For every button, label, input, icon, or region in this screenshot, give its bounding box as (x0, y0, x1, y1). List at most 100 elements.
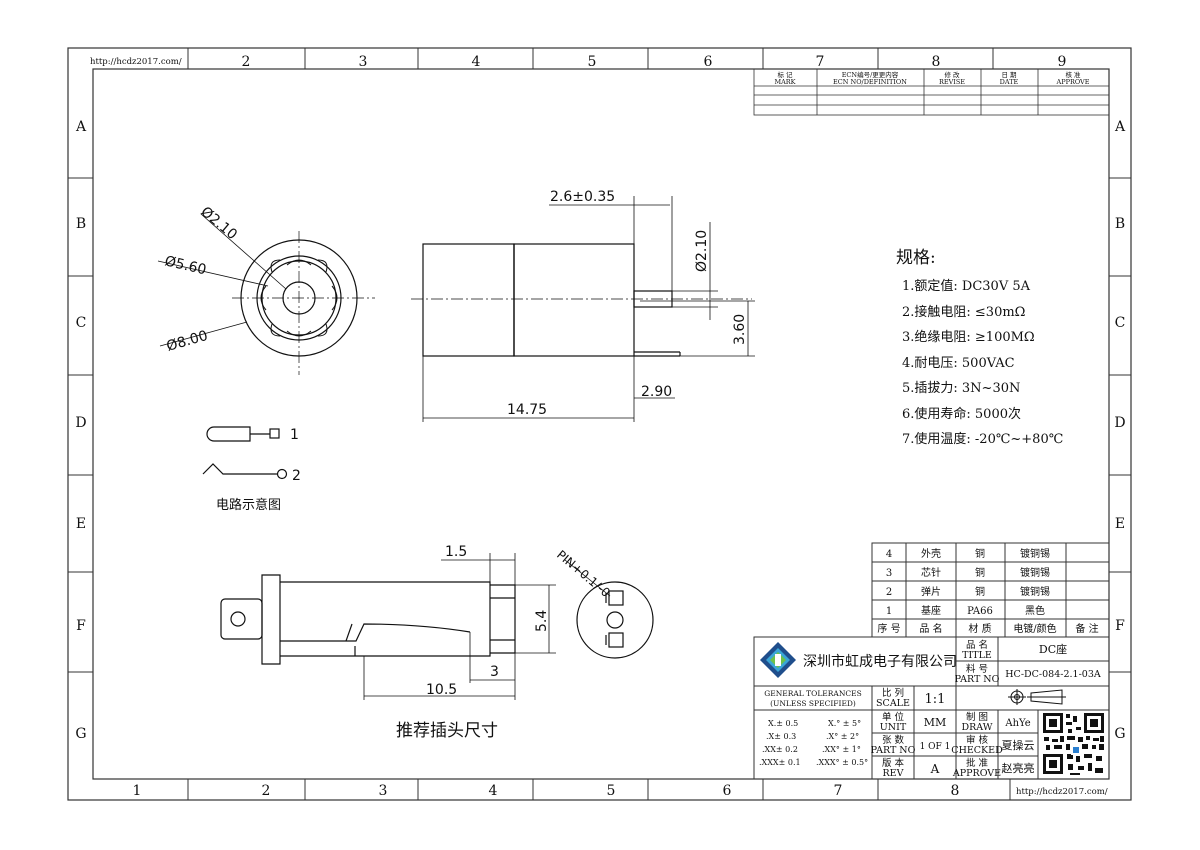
top-zone-markers (187, 48, 994, 69)
col-label-top: 5 (588, 54, 597, 70)
bom-cell: 芯针 (921, 566, 941, 579)
approve-en: APPROVE (952, 768, 1001, 779)
url-top[interactable]: http://hcdz2017.com/ (90, 57, 182, 67)
bom-header: 电镀/颜色 (1013, 622, 1056, 635)
row-label-left: C (76, 315, 87, 331)
unit-en: UNIT (880, 722, 907, 733)
plug-view (220, 574, 516, 665)
bom-header: 序 号 (877, 622, 900, 635)
sheet-value: 1 OF 1 (920, 742, 951, 752)
row-label-left: A (75, 119, 87, 135)
part-label-en: PART NO (955, 674, 1000, 685)
bom-cell: 镀铜锡 (1020, 566, 1050, 579)
rev-header-revise-en: REVISE (939, 78, 965, 86)
bom-cell: 镀铜锡 (1020, 547, 1050, 560)
bom-cell: 弹片 (921, 585, 941, 598)
bom-cell: 1 (886, 606, 892, 617)
col-label-top: 3 (359, 54, 368, 70)
row-label-left: F (76, 618, 86, 634)
dim-10-5: 10.5 (426, 682, 457, 698)
unit-value: MM (924, 716, 947, 729)
bom-cell: 铜 (975, 567, 985, 579)
dim-3: 3 (490, 664, 499, 680)
spec-block: 规格: 1.额定值: DC30V 5A 2.接触电阻: ≤30mΩ 3.绝缘电阻… (896, 243, 1063, 453)
dim-2-90: 2.90 (641, 384, 672, 400)
circuit-symbol (202, 426, 288, 480)
check-en: CHECKED (951, 745, 1003, 756)
company-name: 深圳市虹成电子有限公司 (803, 653, 957, 670)
row-label-right: G (1114, 726, 1125, 742)
spec-item: 6.使用寿命: 5000次 (902, 406, 1021, 422)
check-cn: 审 核 (966, 734, 989, 746)
url-bottom[interactable]: http://hcdz2017.com/ (1016, 787, 1108, 797)
tol-right: .X° ± 2° (826, 732, 859, 741)
spec-item: 2.接触电阻: ≤30mΩ (902, 304, 1026, 320)
col-label-bottom: 2 (262, 783, 271, 799)
revision-block (753, 68, 1110, 116)
bom-cell: 外壳 (921, 547, 941, 560)
rev-en: REV (883, 768, 904, 779)
row-label-left: B (76, 216, 86, 232)
side-view (411, 243, 752, 357)
dim-d5-60: Ø5.60 (163, 253, 208, 278)
sheet-cn: 张 数 (882, 734, 905, 746)
col-label-bottom: 7 (834, 783, 843, 799)
row-label-left: G (75, 726, 86, 742)
row-label-right: B (1115, 216, 1125, 232)
bottom-zone-markers (187, 779, 1011, 800)
side-view-dims (422, 196, 755, 422)
col-label-bottom: 4 (489, 783, 498, 799)
plug-view-dims (363, 553, 556, 700)
circuit-caption: 电路示意图 (216, 497, 281, 513)
bom-cell: 镀铜锡 (1020, 585, 1050, 598)
tol-head-1: GENERAL TOLERANCES (764, 689, 862, 698)
scale-en: SCALE (876, 698, 910, 709)
circuit-pin-2: 2 (292, 468, 301, 484)
col-label-bottom: 5 (607, 783, 616, 799)
draw-cn: 制 图 (966, 711, 988, 723)
bom-header: 备 注 (1075, 622, 1098, 635)
title-label-cn: 品 名 (966, 639, 988, 651)
bom-cell: 3 (886, 568, 892, 579)
rev-header-ecn: ECN编号/更更内容 (842, 70, 899, 79)
row-label-left: E (76, 516, 86, 532)
approve-cn: 批 准 (966, 757, 989, 769)
tol-left: X.± 0.5 (768, 719, 798, 728)
row-label-right: A (1114, 119, 1126, 135)
dim-3-60: 3.60 (732, 314, 748, 345)
bom-cell: 黑色 (1025, 604, 1045, 617)
tol-left: .XX± 0.2 (762, 745, 798, 754)
bom-cell: 铜 (975, 586, 985, 598)
plug-end-view (564, 559, 654, 659)
spec-item: 4.耐电压: 500VAC (902, 355, 1015, 371)
col-label-top: 7 (816, 54, 825, 70)
bom-table (871, 542, 1110, 638)
rev-cn: 版 本 (882, 757, 905, 769)
rev-header-date: 日 期 (1001, 71, 1017, 79)
spec-item: 7.使用温度: -20℃~+80℃ (902, 432, 1064, 447)
tol-right: .XXX° ± 0.5° (816, 758, 868, 767)
bom-cell: 基座 (921, 604, 941, 617)
rev-header-approve: 核 准 (1065, 70, 1081, 79)
col-label-top: 4 (472, 54, 481, 70)
spec-item: 5.插拔力: 3N~30N (902, 381, 1021, 396)
rev-header-ecn-en: ECN NO/DEFINITION (833, 78, 907, 86)
col-label-top: 9 (1058, 54, 1067, 70)
col-label-top: 2 (242, 54, 251, 70)
part-value: HC-DC-084-2.1-03A (1005, 669, 1101, 680)
plug-caption: 推荐插头尺寸 (396, 721, 498, 741)
dim-14-75: 14.75 (507, 402, 547, 418)
rev-header-approve-en: APPROVE (1056, 78, 1090, 86)
unit-cn: 单 位 (882, 711, 905, 723)
bom-cell: PA66 (967, 606, 993, 617)
bom-cell: 铜 (975, 548, 985, 560)
rev-header-mark: 标 记 (777, 70, 793, 79)
row-label-right: D (1114, 415, 1125, 431)
dim-2-6: 2.6±0.35 (550, 189, 615, 205)
col-label-top: 8 (932, 54, 941, 70)
company-logo (760, 642, 796, 678)
title-label-en: TITLE (962, 650, 992, 661)
col-label-bottom: 6 (723, 783, 732, 799)
draw-en: DRAW (961, 722, 992, 733)
